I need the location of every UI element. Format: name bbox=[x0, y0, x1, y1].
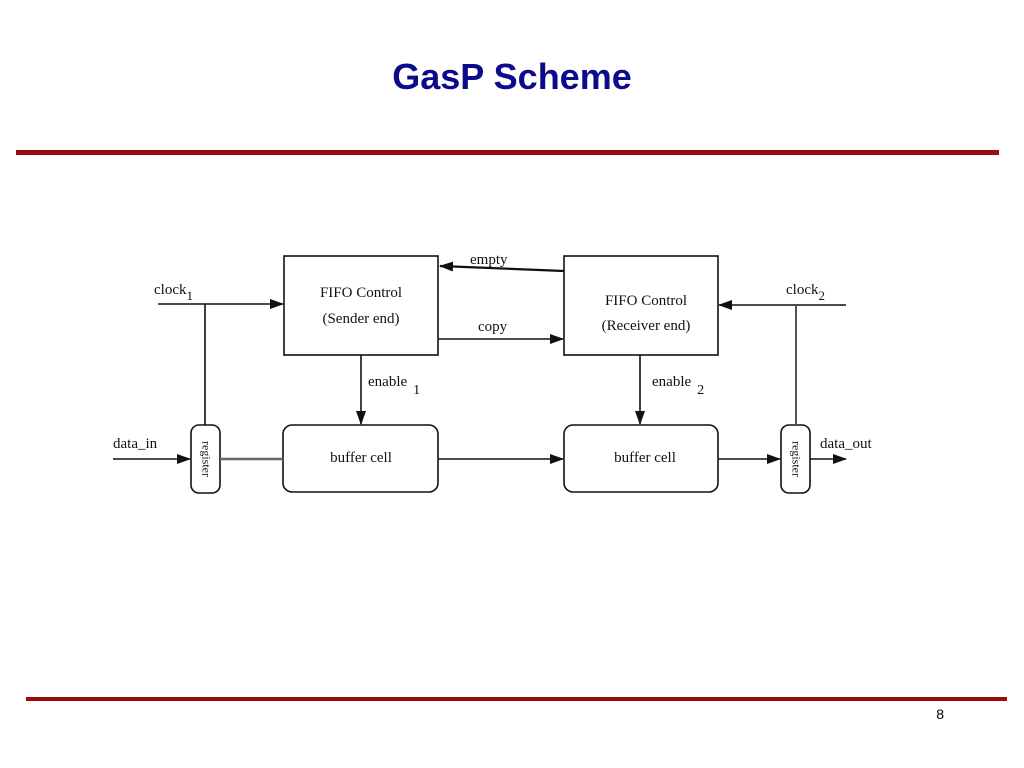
buffer-cell-left: buffer cell bbox=[282, 424, 439, 493]
buffer-cell-right-label: buffer cell bbox=[614, 450, 676, 466]
buffer-cell-right: buffer cell bbox=[563, 424, 719, 493]
top-divider bbox=[16, 150, 999, 155]
register-left-label: register bbox=[199, 441, 213, 477]
clock2-label: clock2 bbox=[786, 282, 825, 303]
clock1-label: clock1 bbox=[154, 282, 193, 303]
empty-arrow bbox=[439, 261, 565, 273]
copy-label: copy bbox=[478, 319, 508, 335]
register-right-label: register bbox=[789, 441, 803, 477]
receiver-box-line2: (Receiver end) bbox=[602, 318, 691, 334]
bottom-divider bbox=[26, 697, 1007, 701]
enable1-label: enable1 bbox=[368, 374, 420, 398]
sender-box-line1: FIFO Control bbox=[320, 285, 402, 301]
receiver-fifo-control: FIFO Control (Receiver end) bbox=[563, 255, 719, 356]
sender-fifo-control: FIFO Control (Sender end) bbox=[283, 255, 439, 356]
slide-title: GasP Scheme bbox=[392, 56, 632, 97]
page-number: 8 bbox=[936, 706, 944, 722]
sender-box-line2: (Sender end) bbox=[322, 311, 399, 327]
buffer-cell-left-label: buffer cell bbox=[330, 450, 392, 466]
register-right: register bbox=[780, 424, 811, 494]
data-out-label: data_out bbox=[820, 436, 872, 452]
register-left: register bbox=[190, 424, 221, 494]
data-in-label: data_in bbox=[113, 436, 158, 452]
receiver-box-line1: FIFO Control bbox=[605, 293, 687, 309]
empty-label: empty bbox=[470, 252, 508, 268]
enable2-label: enable2 bbox=[652, 374, 704, 398]
